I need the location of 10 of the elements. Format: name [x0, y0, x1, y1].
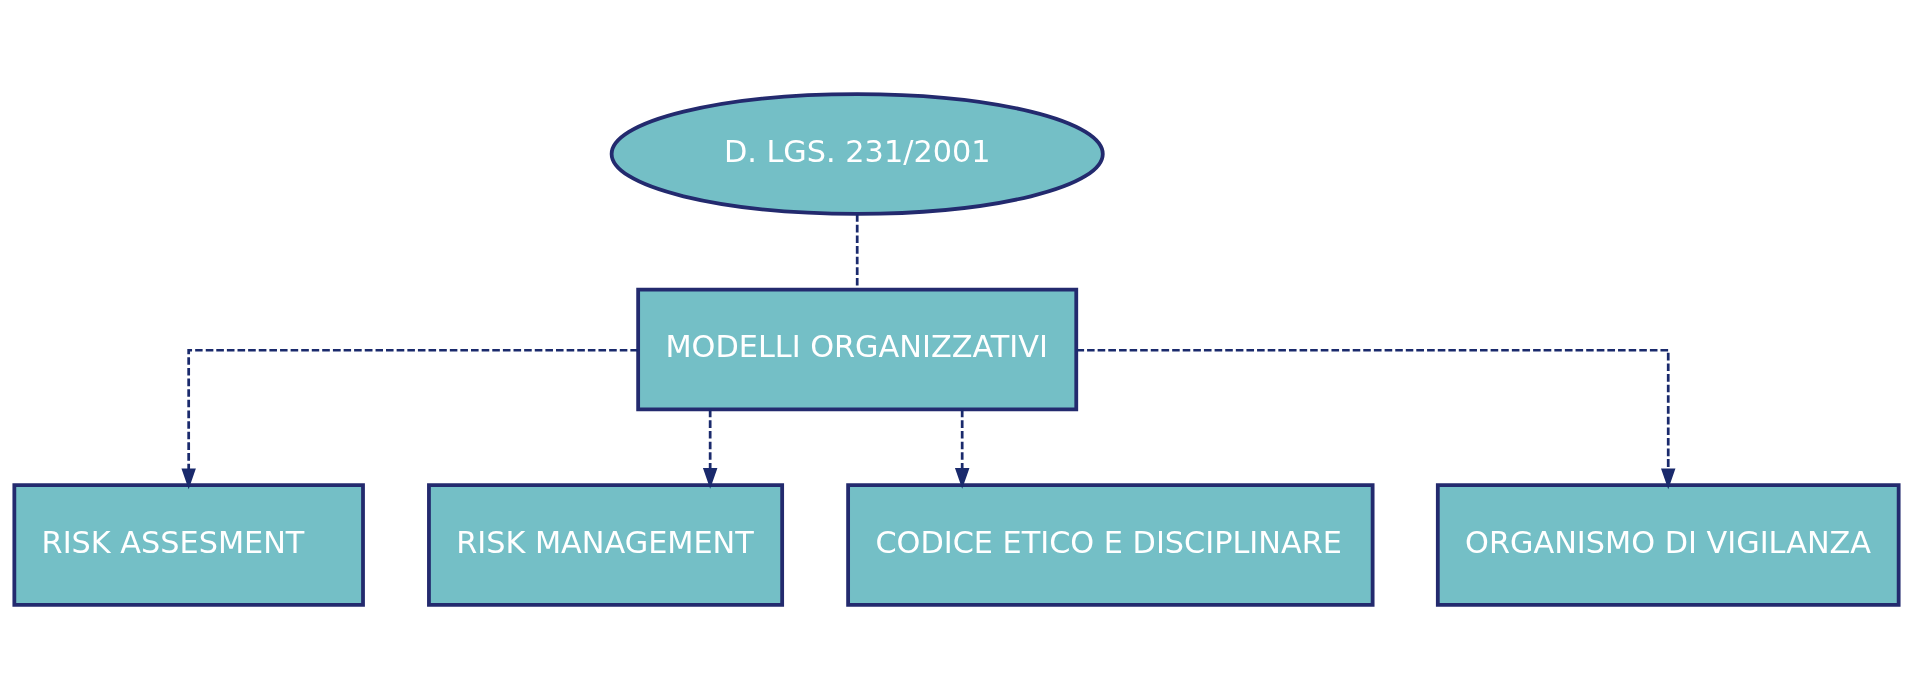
- node-box: ORGANISMO DI VIGILANZA: [1435, 483, 1901, 607]
- node-box: CODICE ETICO E DISCIPLINARE: [846, 483, 1375, 607]
- arrow: [1076, 348, 1676, 490]
- node-box: RISK MANAGEMENT: [427, 483, 785, 607]
- arrow: [702, 409, 718, 489]
- node-box: MODELLI ORGANIZZATIVI: [636, 287, 1079, 412]
- arrow: [181, 348, 638, 490]
- arrow: [954, 409, 970, 489]
- node-box: RISK ASSESMENT: [12, 483, 365, 607]
- node-ellipse: D. LGS. 231/2001: [609, 92, 1105, 216]
